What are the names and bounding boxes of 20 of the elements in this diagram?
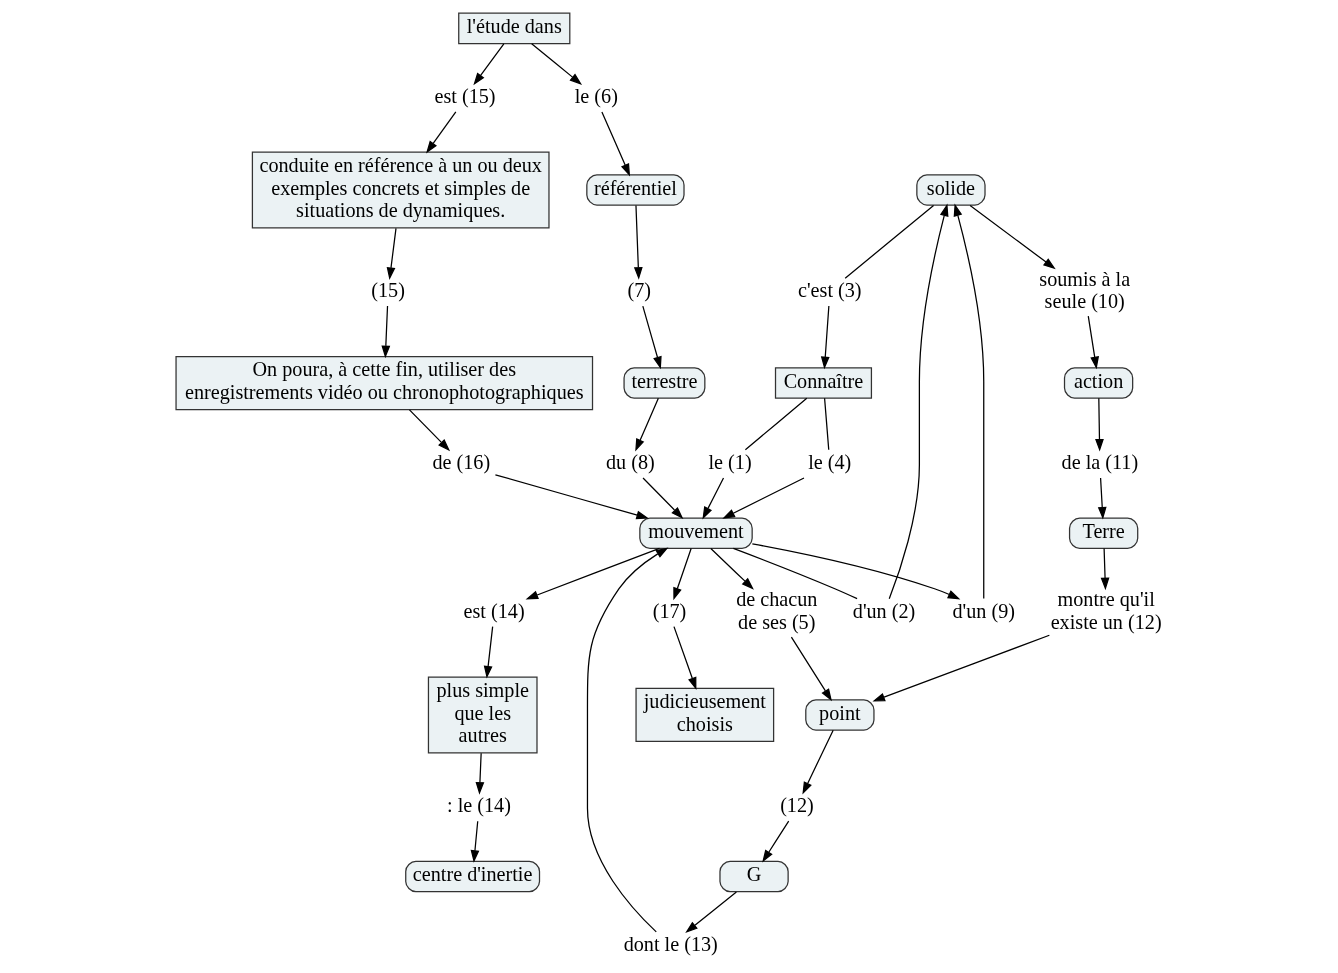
node-text: de (16) (431, 450, 490, 473)
node-text: (17) (652, 599, 686, 622)
node-text: montre qu'il existe un (12) (1050, 588, 1162, 633)
node-text: du (8) (605, 450, 655, 473)
node-text: le (1) (708, 450, 752, 473)
node-text: d'un (9) (951, 599, 1015, 622)
node-text: (12) (779, 793, 814, 816)
node-text: est (15) (434, 84, 496, 107)
node-text: d'un (2) (852, 599, 915, 622)
node-text: soumis à la seule (10) (1038, 267, 1130, 313)
node-text: est (14) (463, 599, 525, 622)
node-text: c'est (3) (797, 278, 862, 301)
node-text: (15) (370, 278, 405, 301)
node-text: : le (14) (446, 793, 511, 816)
node-text: (7) (626, 278, 651, 301)
node-text: de la (11) (1061, 450, 1138, 473)
node-text: dont le (13) (623, 932, 718, 955)
node-text: le (4) (807, 450, 851, 473)
node-text: le (6) (574, 84, 618, 107)
node-text: de chacun de ses (5) (735, 588, 817, 633)
